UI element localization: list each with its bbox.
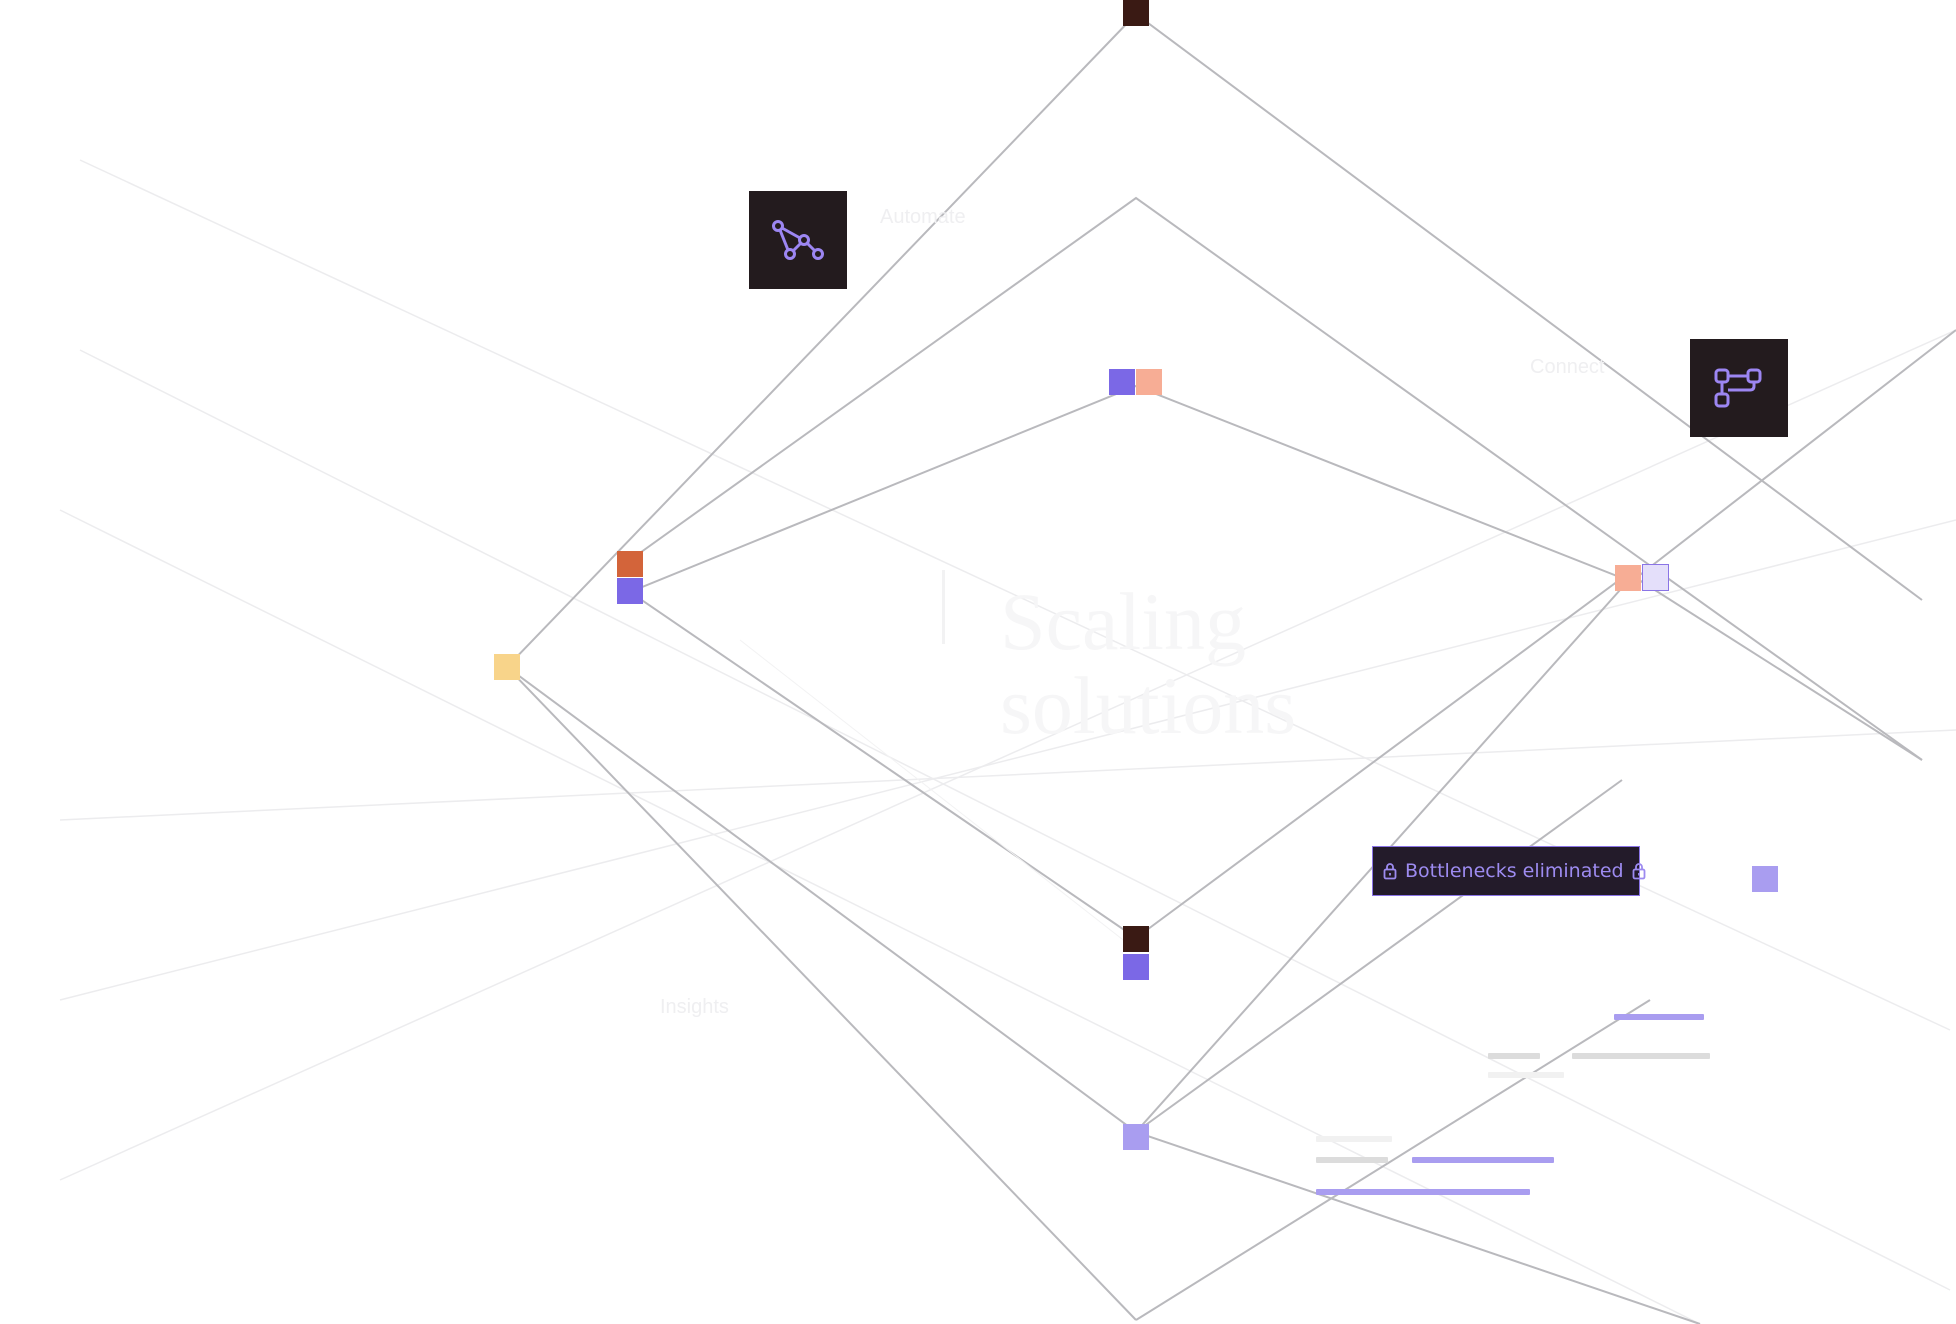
workflow-graph-icon-card [749, 191, 847, 289]
node-right-lightpurple [1752, 866, 1778, 892]
skeleton-bar [1316, 1157, 1388, 1163]
node-center-top-peach [1136, 369, 1162, 395]
node-center-top-purple [1109, 369, 1135, 395]
skeleton-bar [1316, 1189, 1530, 1195]
skeleton-bar [1488, 1072, 1564, 1078]
lock-icon [1383, 863, 1397, 880]
automate-label: Automate [880, 206, 966, 228]
lock-icon [1632, 863, 1645, 880]
node-bottom-dark [1123, 926, 1149, 952]
skeleton-bar [1316, 1136, 1392, 1142]
skeleton-bar [1488, 1053, 1540, 1059]
branch-flow-icon [1714, 368, 1762, 408]
bottlenecks-badge: Bottlenecks eliminated [1372, 846, 1645, 896]
skeleton-bar [1412, 1157, 1554, 1163]
badge-label: Bottlenecks eliminated [1405, 860, 1624, 882]
node-right-peach [1615, 565, 1641, 591]
center-title-line-1: Scaling [1000, 576, 1246, 667]
node-bottom-purple [1123, 954, 1149, 980]
branch-flow-icon-card [1690, 339, 1788, 437]
node-far-left-yellow [494, 654, 520, 680]
insights-label: Insights [660, 996, 729, 1018]
node-left-orange [617, 551, 643, 577]
skeleton-bar [1572, 1053, 1710, 1059]
skeleton-bar [1614, 1014, 1704, 1020]
center-title: Scaling solutions [1000, 580, 1296, 748]
node-lower-lightpurple [1123, 1124, 1149, 1150]
node-top [1123, 0, 1149, 26]
node-right-lavender [1642, 564, 1669, 591]
node-left-purple [617, 578, 643, 604]
connect-label: Connect [1530, 356, 1605, 378]
center-title-line-2: solutions [1000, 660, 1297, 751]
title-accent-bar [942, 570, 945, 644]
workflow-graph-icon [772, 220, 824, 260]
